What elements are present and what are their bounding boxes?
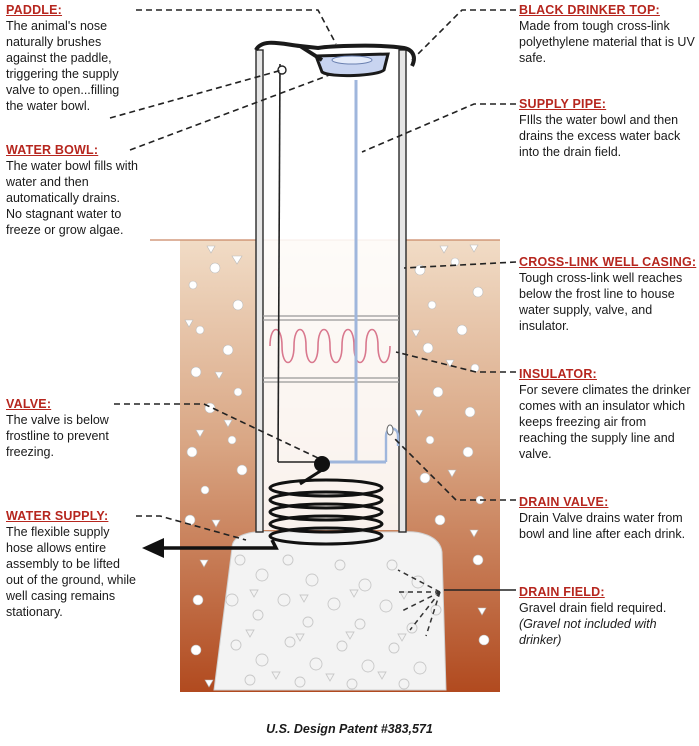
callout-text: Drain Valve drains water from bowl and l… — [519, 511, 686, 541]
callout-drain-valve: DRAIN VALVE: Drain Valve drains water fr… — [519, 494, 695, 542]
callout-note: (Gravel not included with drinker) — [519, 617, 657, 647]
callout-text: Gravel drain field required. — [519, 601, 667, 615]
drain-spray — [396, 569, 441, 637]
leader-lines — [109, 9, 517, 591]
gravel-drain-field — [213, 531, 447, 691]
callout-supply-pipe: SUPPLY PIPE: FIlls the water bowl and th… — [519, 96, 689, 160]
callout-heading: DRAIN FIELD: — [519, 585, 605, 599]
patent-caption: U.S. Design Patent #383,571 — [266, 722, 433, 736]
callout-heading: BLACK DRINKER TOP: — [519, 3, 660, 17]
insulator — [263, 315, 399, 383]
callout-heading: DRAIN VALVE: — [519, 495, 609, 509]
callout-black-drinker-top: BLACK DRINKER TOP: Made from tough cross… — [519, 2, 695, 66]
callout-heading: CROSS-LINK WELL CASING: — [519, 255, 697, 269]
water-supply-arrow — [142, 538, 279, 558]
callout-text: The flexible supply hose allows entire a… — [6, 525, 136, 619]
valve — [314, 456, 330, 472]
callout-paddle: PADDLE: The animal's nose naturally brus… — [6, 2, 138, 114]
paddle — [298, 44, 324, 62]
callout-text: For severe climates the drinker comes wi… — [519, 383, 691, 461]
black-drinker-top — [254, 40, 416, 67]
callout-well-casing: CROSS-LINK WELL CASING: Tough cross-link… — [519, 254, 697, 334]
callout-heading: VALVE: — [6, 397, 52, 411]
callout-valve: VALVE: The valve is below frostline to p… — [6, 396, 128, 460]
callout-text: Tough cross-link well reaches below the … — [519, 271, 683, 333]
callout-heading: SUPPLY PIPE: — [519, 97, 607, 111]
callout-text: FIlls the water bowl and then drains the… — [519, 113, 681, 159]
paddle-rod — [277, 63, 281, 463]
callout-text: Made from tough cross-link polyethylene … — [519, 19, 695, 65]
well-casing — [256, 50, 406, 530]
callout-drain-field: DRAIN FIELD: Gravel drain field required… — [519, 584, 695, 648]
callout-heading: WATER SUPPLY: — [6, 509, 109, 523]
callout-heading: PADDLE: — [6, 3, 63, 17]
callout-insulator: INSULATOR: For severe climates the drink… — [519, 366, 695, 462]
soil-stones — [184, 244, 490, 688]
callout-water-supply: WATER SUPPLY: The flexible supply hose a… — [6, 508, 136, 620]
callout-text: The animal's nose naturally brushes agai… — [6, 19, 120, 113]
callout-text: The valve is below frostline to prevent … — [6, 413, 109, 459]
callout-water-bowl: WATER BOWL: The water bowl fills with wa… — [6, 142, 138, 238]
callout-heading: INSULATOR: — [519, 367, 597, 381]
supply-hose-coil — [268, 478, 384, 546]
callout-heading: WATER BOWL: — [6, 143, 99, 157]
well-casing-walls — [255, 49, 407, 533]
callout-text: The water bowl fills with water and then… — [6, 159, 138, 237]
